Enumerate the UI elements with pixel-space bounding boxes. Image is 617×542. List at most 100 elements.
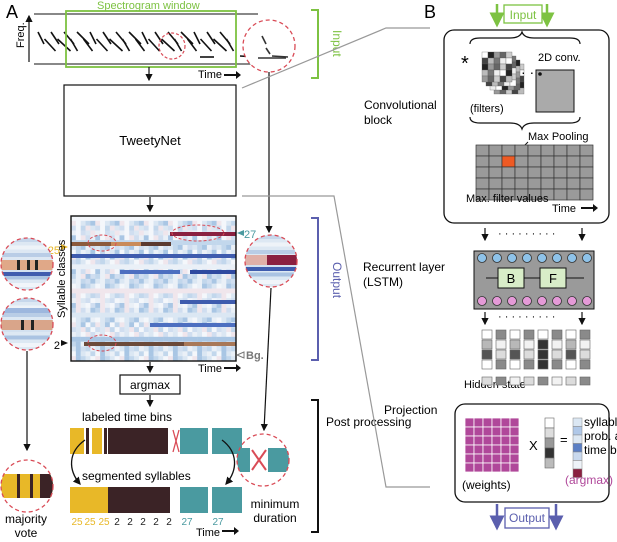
pool-cell: [579, 177, 594, 190]
heatmap-cell: [119, 332, 125, 338]
heatmap-cell: [138, 264, 144, 270]
heatmap-cell: [216, 346, 222, 352]
heatmap-cell: [177, 225, 183, 231]
heatmap-cell: [134, 264, 140, 270]
heatmap-cell: [231, 216, 237, 222]
heatmap-cell: [134, 288, 140, 294]
filter-cell: [493, 63, 501, 71]
pool-cell: [527, 177, 542, 190]
heatmap-band: [184, 342, 236, 346]
heatmap-cell: [114, 225, 120, 231]
heatmap-cell: [71, 216, 77, 222]
heatmap-cell: [182, 274, 188, 280]
segment-label: 2: [140, 517, 146, 528]
heatmap-cell: [80, 230, 86, 236]
heatmap-cell: [206, 288, 212, 294]
spectrogram-stroke: [56, 38, 72, 52]
zoom-stripe: [1, 272, 53, 276]
zoom-stripe: [31, 320, 34, 330]
heatmap-cell: [168, 220, 174, 226]
heatmap-cell: [158, 259, 164, 265]
output-box-label: Output: [509, 511, 546, 525]
pool-cell: [553, 166, 568, 179]
heatmap-cell: [90, 216, 96, 222]
heatmap-cell: [75, 274, 81, 280]
lstm-output-node: [567, 296, 577, 306]
pool-cell: [514, 144, 529, 157]
probability-vector: [572, 417, 583, 478]
heatmap-cell: [168, 303, 174, 309]
heatmap-cell: [114, 259, 120, 265]
heatmap-cell: [221, 259, 227, 265]
heatmap-cell: [90, 269, 96, 275]
heatmap-cell: [231, 245, 237, 251]
heatmap-cell: [148, 245, 154, 251]
heatmap-cell: [153, 283, 159, 289]
heatmap-cell: [158, 225, 164, 231]
heatmap-cell: [75, 225, 81, 231]
heatmap-cell: [114, 274, 120, 280]
filter-cell: [505, 63, 513, 71]
heatmap-cell: [90, 235, 96, 241]
heatmap-cell: [211, 356, 217, 362]
spectrogram-stroke: [37, 31, 45, 45]
heatmap-cell: [80, 288, 86, 294]
heatmap-cell: [206, 346, 212, 352]
filter-cell: [505, 69, 513, 77]
max-filter-values-label: Max. filter values: [466, 193, 549, 205]
heatmap-cell: [168, 298, 174, 304]
heatmap-cell: [211, 317, 217, 323]
heatmap-cell: [206, 332, 212, 338]
heatmap-cell: [114, 327, 120, 333]
heatmap-cell: [114, 298, 120, 304]
hidden-cell: [495, 349, 507, 360]
heatmap-cell: [90, 351, 96, 357]
filter-cell: [499, 51, 507, 59]
heatmap-cell: [85, 312, 91, 318]
heatmap-cell: [71, 288, 77, 294]
hidden-cell: [565, 339, 577, 350]
heatmap-cell: [187, 356, 193, 362]
heatmap-cell: [197, 240, 203, 246]
heatmap-band: [150, 323, 236, 327]
weight-cell: [482, 435, 493, 446]
heatmap-cell: [75, 230, 81, 236]
heatmap-cell: [114, 312, 120, 318]
hidden-cell: [495, 329, 507, 340]
heatmap-cell: [177, 307, 183, 313]
heatmap-cell: [216, 336, 222, 342]
heatmap-cell: [138, 307, 144, 313]
heatmap-cell: [90, 278, 96, 284]
heatmap-cell: [172, 307, 178, 313]
heatmap-cell: [153, 346, 159, 352]
heatmap-cell: [104, 293, 111, 299]
heatmap-cell: [71, 293, 77, 299]
heatmap-cell: [104, 303, 111, 309]
heatmap-cell: [85, 245, 91, 251]
heatmap-cell: [148, 356, 154, 362]
heatmap-cell: [75, 278, 81, 284]
heatmap-cell: [124, 336, 130, 342]
heatmap-cell: [153, 303, 159, 309]
heatmap-cell: [114, 351, 120, 357]
syllable-classes-label: Syllable classes: [56, 239, 68, 318]
pool-cell: [488, 177, 503, 190]
segment-label: 2: [166, 517, 172, 528]
heatmap-cell: [148, 235, 154, 241]
weight-cell: [509, 444, 520, 455]
heatmap-cell: [109, 288, 115, 294]
heatmap-cell: [231, 264, 237, 270]
heatmap-cell: [168, 283, 174, 289]
heatmap-cell: [226, 307, 232, 313]
heatmap-cell: [177, 312, 183, 318]
heatmap-cell: [109, 216, 115, 222]
spectrogram-stroke: [50, 31, 60, 45]
heatmap-cell: [206, 220, 212, 226]
heatmap-cell: [158, 332, 164, 338]
heatmap-cell: [129, 278, 135, 284]
heatmap-cell: [187, 274, 193, 280]
heatmap-cell: [100, 249, 106, 255]
heatmap-cell: [231, 303, 237, 309]
heatmap-cell: [158, 312, 164, 318]
heatmap-cell: [177, 351, 183, 357]
